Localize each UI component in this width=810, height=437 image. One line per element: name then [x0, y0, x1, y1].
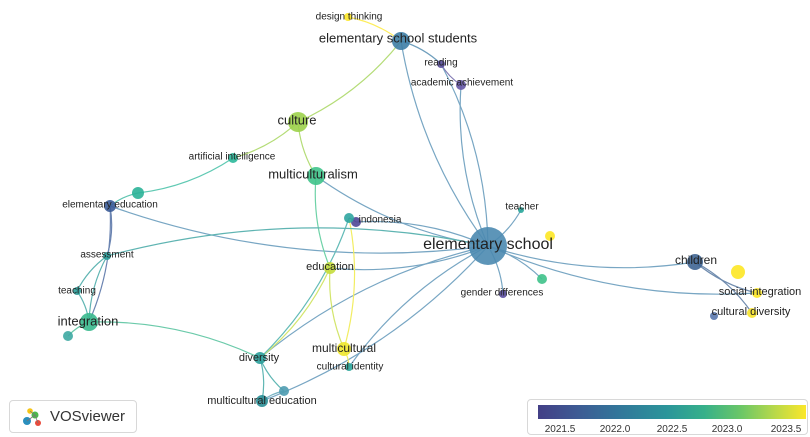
node-label-teaching: teaching: [58, 286, 96, 297]
node-label-academic-achievement: academic achievement: [411, 78, 513, 89]
node-label-indonesia: indonesia: [359, 215, 402, 226]
color-scale-bar: [538, 405, 806, 419]
scale-tick-label: 2023.0: [711, 424, 743, 435]
node-education[interactable]: [324, 262, 336, 274]
node-teaching[interactable]: [73, 287, 81, 295]
link-elementary-school-social-integration: [487, 245, 758, 295]
node-label-cultural-identity: cultural identity: [317, 362, 384, 373]
node-unlabeled-4[interactable]: [279, 386, 289, 396]
node-elementary-school[interactable]: [469, 227, 507, 265]
labels-layer: design thinking elementary school student…: [58, 12, 802, 407]
link-integration-diversity: [88, 321, 261, 359]
link-elementary-school-reading: [440, 63, 489, 247]
node-label-elementary-school: elementary school: [423, 236, 553, 253]
node-label-diversity: diversity: [239, 352, 280, 364]
node-label-integration: integration: [58, 313, 119, 328]
vosviewer-logo: VOSviewer: [9, 400, 137, 433]
node-unlabeled-8[interactable]: [731, 265, 745, 279]
link-elementary-school-elementary-school-students: [400, 40, 489, 247]
node-label-multicultural-education: multicultural education: [207, 395, 316, 407]
node-cultural-diversity[interactable]: [747, 308, 757, 318]
node-artificial-intelligence[interactable]: [228, 153, 238, 163]
link-elementary-school-diversity: [259, 245, 489, 359]
node-gender-differences[interactable]: [499, 290, 507, 298]
node-reading[interactable]: [437, 60, 445, 68]
node-label-children: children: [675, 253, 717, 267]
link-culture-elementary-school-students: [297, 40, 402, 123]
node-label-gender-differences: gender differences: [461, 288, 544, 299]
node-cultural-identity[interactable]: [345, 363, 353, 371]
node-unlabeled-7[interactable]: [537, 274, 547, 284]
node-unlabeled-5[interactable]: [710, 312, 718, 320]
node-design-thinking[interactable]: [344, 13, 352, 21]
scale-tick-label: 2022.5: [656, 424, 688, 435]
node-social-integration[interactable]: [752, 288, 762, 298]
node-label-cultural-diversity: cultural diversity: [712, 306, 791, 318]
node-label-artificial-intelligence: artificial intelligence: [189, 152, 276, 163]
node-elementary-school-students[interactable]: [392, 32, 410, 50]
link-elementary-education-integration: [88, 205, 111, 323]
node-label-elementary-education: elementary education: [62, 200, 158, 211]
node-label-elementary-school-students: elementary school students: [319, 30, 478, 45]
link-unlabeled-3-diversity: [259, 217, 350, 359]
node-elementary-education[interactable]: [104, 200, 116, 212]
node-label-multiculturalism: multiculturalism: [268, 166, 358, 181]
node-multiculturalism[interactable]: [307, 167, 325, 185]
scale-tick-label: 2021.5: [544, 424, 576, 435]
link-elementary-school-children: [487, 245, 696, 269]
node-assessment[interactable]: [103, 252, 111, 260]
node-academic-achievement[interactable]: [456, 80, 466, 90]
node-label-multicultural: multicultural: [312, 341, 376, 355]
node-teacher[interactable]: [518, 207, 524, 213]
overlay-color-scale: 2021.5 2022.0 2022.5 2023.0 2023.5: [527, 399, 808, 435]
node-unlabeled-2[interactable]: [63, 331, 73, 341]
node-diversity[interactable]: [254, 352, 266, 364]
link-elementary-school-academic-achievement: [459, 84, 489, 247]
vosviewer-logo-text: VOSviewer: [50, 408, 126, 425]
link-assessment-elementary-school: [106, 227, 489, 257]
scale-tick-label: 2022.0: [599, 424, 631, 435]
link-multicultural-unlabeled-3: [343, 217, 356, 350]
node-unlabeled-1[interactable]: [132, 187, 144, 199]
link-education-multicultural: [329, 267, 345, 350]
link-multiculturalism-education: [314, 175, 331, 269]
link-artificial-intelligence-unlabeled-1: [137, 157, 234, 194]
link-education-diversity: [259, 267, 331, 359]
scale-tick-label: 2023.5: [770, 424, 802, 435]
node-label-teacher: teacher: [505, 202, 539, 213]
link-elementary-school-elementary-education: [109, 205, 489, 254]
node-label-education: education: [306, 261, 354, 273]
node-children[interactable]: [687, 254, 703, 270]
link-elementary-school-multicultural-education: [261, 245, 489, 402]
node-unlabeled-3[interactable]: [344, 213, 354, 223]
node-label-assessment: assessment: [80, 250, 134, 261]
node-label-reading: reading: [424, 58, 457, 69]
vosviewer-logo-icon: [23, 407, 41, 426]
link-elementary-school-cultural-identity: [348, 245, 489, 368]
node-unlabeled-6[interactable]: [545, 231, 555, 241]
node-label-design-thinking: design thinking: [316, 12, 383, 23]
node-integration[interactable]: [80, 313, 98, 331]
nodes-layer: [63, 13, 762, 407]
node-multicultural-education[interactable]: [256, 395, 268, 407]
node-label-social-integration: social integration: [719, 286, 802, 298]
links-layer: [67, 16, 758, 402]
node-multicultural[interactable]: [337, 342, 351, 356]
node-culture[interactable]: [288, 112, 308, 132]
node-label-culture: culture: [277, 112, 316, 127]
